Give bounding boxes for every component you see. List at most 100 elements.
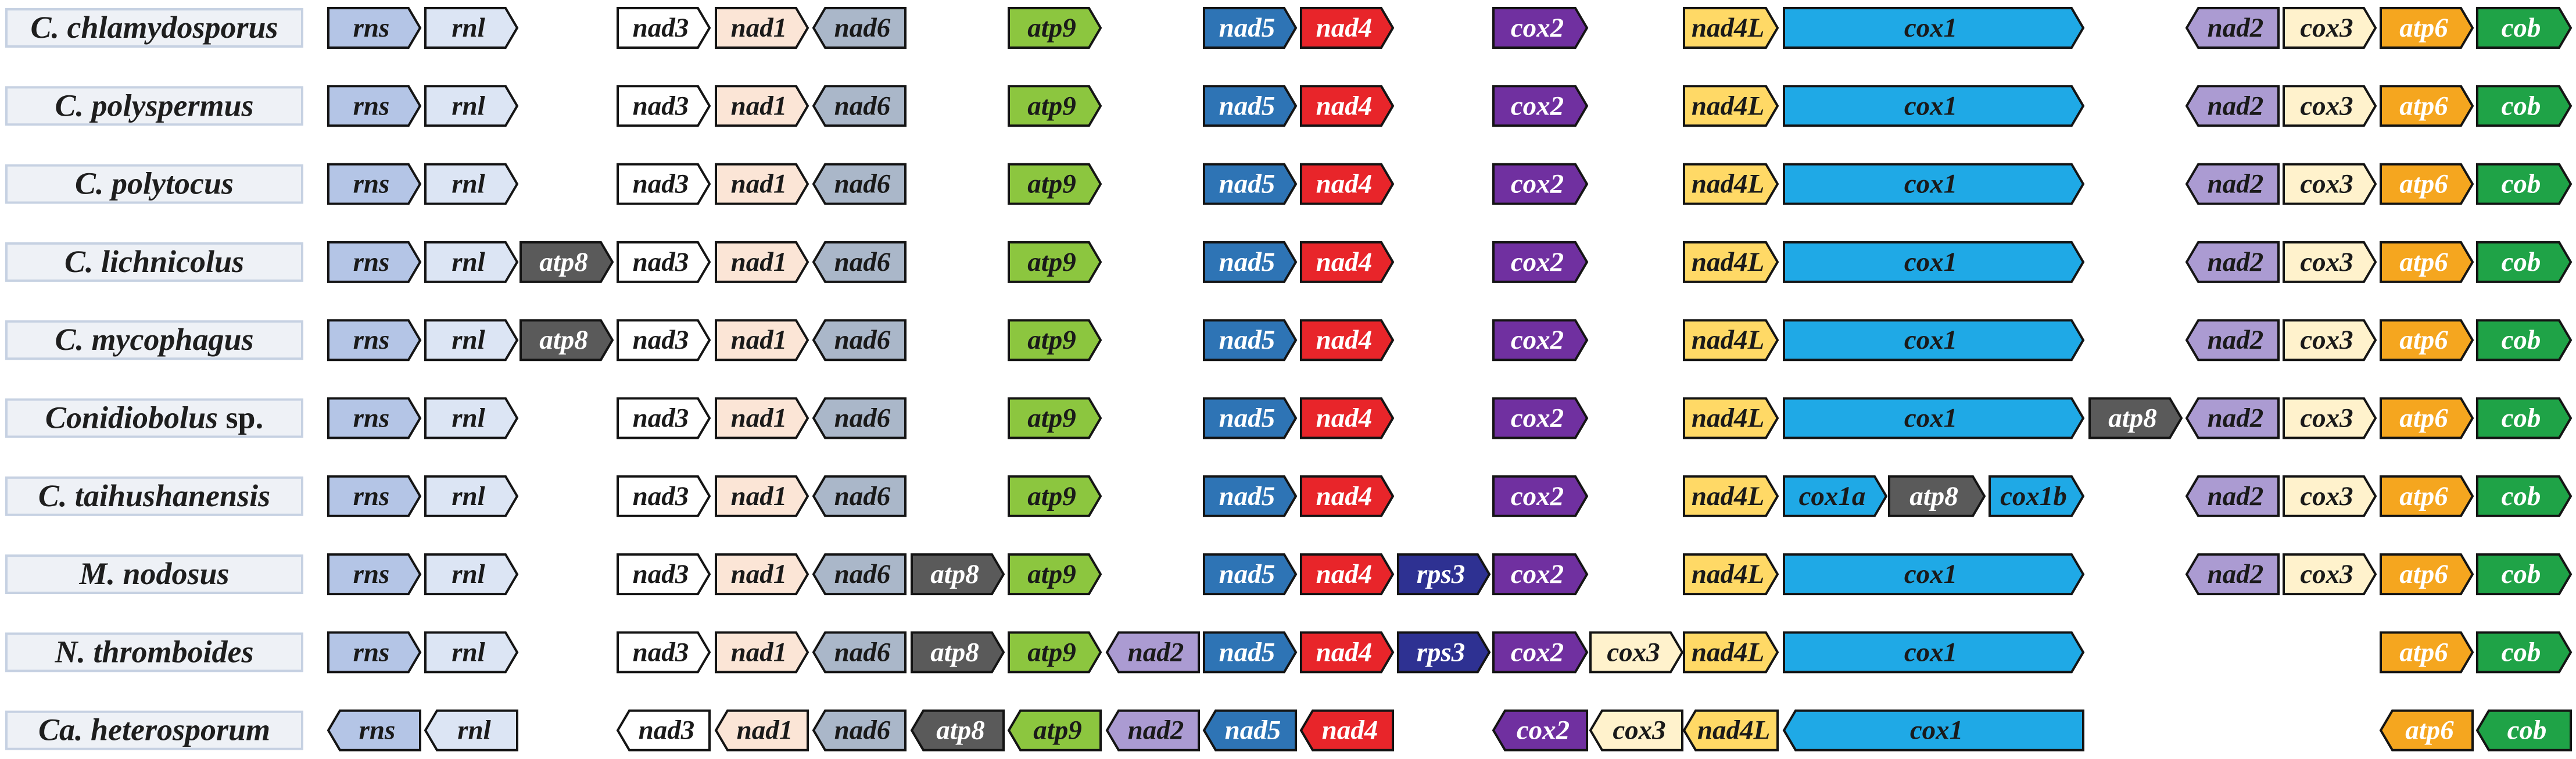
gene-nad4: nad4: [1300, 631, 1395, 674]
gene-nad1-label: nad1: [731, 247, 787, 277]
species-label-box: [5, 632, 303, 672]
gene-rns-arrow: [327, 475, 422, 517]
gene-nad6-label: nad6: [834, 403, 891, 434]
gene-nad4-label: nad4: [1316, 637, 1373, 667]
gene-nad3-label: nad3: [633, 247, 689, 277]
gene-nad2-label: nad2: [2208, 325, 2264, 355]
gene-atp6-arrow: [2380, 319, 2474, 361]
gene-rns-arrow: [327, 631, 422, 674]
gene-cox2: cox2: [1492, 709, 1588, 751]
gene-nad2-arrow: [2185, 553, 2280, 596]
gene-cox1: cox1: [1783, 631, 2085, 674]
species-label: N. thromboides: [54, 634, 253, 669]
gene-nad5: nad5: [1203, 163, 1298, 205]
gene-cox2-label: cox2: [1511, 559, 1564, 589]
gene-atp8-arrow: [520, 241, 614, 283]
gene-cox3: cox3: [1589, 631, 1684, 674]
gene-nad4L-arrow: [1683, 397, 1779, 439]
gene-atp9-arrow: [1008, 319, 1102, 361]
gene-nad5-label: nad5: [1219, 91, 1276, 121]
gene-nad6: nad6: [812, 85, 907, 127]
gene-rns: rns: [327, 475, 422, 517]
gene-atp9: atp9: [1008, 163, 1102, 205]
gene-cob-arrow: [2476, 85, 2573, 127]
gene-atp8-label: atp8: [539, 325, 588, 355]
gene-nad5: nad5: [1203, 7, 1298, 49]
gene-cox3-arrow: [2283, 397, 2377, 439]
gene-nad5-label: nad5: [1225, 715, 1281, 746]
gene-rns-label: rns: [353, 559, 390, 589]
gene-cob-arrow: [2476, 553, 2573, 596]
gene-nad1: nad1: [715, 163, 809, 205]
gene-cox1-label: cox1: [1904, 91, 1957, 121]
gene-cob-arrow: [2476, 397, 2573, 439]
gene-rps3: rps3: [1397, 553, 1491, 596]
gene-rnl-arrow: [424, 397, 519, 439]
gene-cob: cob: [2476, 475, 2573, 517]
species-label-box: [5, 398, 303, 438]
gene-atp9-arrow: [1008, 85, 1102, 127]
gene-rnl-arrow: [424, 631, 519, 674]
species-label-part: C. polytocus: [75, 166, 234, 201]
gene-nad1: nad1: [714, 709, 809, 751]
gene-rnl-label: rnl: [452, 247, 485, 277]
gene-nad4-arrow: [1300, 397, 1395, 439]
gene-atp9-arrow: [1008, 553, 1102, 596]
gene-nad5-arrow: [1203, 163, 1298, 205]
gene-cox2: cox2: [1492, 163, 1589, 205]
gene-rnl: rnl: [424, 397, 519, 439]
gene-cox1b-arrow: [1989, 475, 2085, 517]
gene-rns: rns: [327, 85, 422, 127]
gene-nad1: nad1: [715, 397, 809, 439]
gene-atp8-arrow: [911, 553, 1005, 596]
gene-cox1-arrow: [1783, 319, 2085, 361]
gene-atp8-arrow: [1888, 475, 1986, 517]
gene-nad6: nad6: [812, 631, 907, 674]
species-label: M. nodosus: [78, 556, 229, 591]
species-label: C. lichnicolus: [65, 244, 244, 279]
gene-nad4L-arrow: [1683, 475, 1779, 517]
species-label-box: [5, 8, 303, 48]
gene-cox1: cox1: [1783, 553, 2085, 596]
gene-cox3-arrow: [2283, 7, 2377, 49]
gene-rnl-arrow: [424, 85, 519, 127]
gene-nad3-arrow: [617, 553, 711, 596]
gene-atp8: atp8: [911, 553, 1005, 596]
gene-nad6-arrow: [812, 163, 907, 205]
gene-cox2-label: cox2: [1511, 403, 1564, 434]
gene-nad3: nad3: [617, 397, 711, 439]
gene-nad4-arrow: [1300, 475, 1395, 517]
gene-nad6-arrow: [812, 475, 907, 517]
gene-cox3-arrow: [2283, 553, 2377, 596]
gene-nad1-label: nad1: [731, 13, 787, 43]
gene-rnl-label: rnl: [452, 91, 485, 121]
gene-atp9-label: atp9: [1033, 715, 1082, 746]
gene-atp9-label: atp9: [1027, 481, 1076, 511]
gene-nad6-label: nad6: [834, 13, 891, 43]
species-label-part: Conidiobolus: [45, 400, 218, 435]
gene-rnl-label: rnl: [452, 481, 485, 511]
gene-nad1: nad1: [715, 241, 809, 283]
gene-atp9-arrow: [1008, 631, 1102, 674]
gene-atp9-label: atp9: [1027, 247, 1076, 277]
gene-nad5: nad5: [1203, 475, 1298, 517]
gene-cox3: cox3: [2283, 241, 2377, 283]
gene-rns: rns: [327, 709, 421, 751]
gene-rnl: rnl: [424, 7, 519, 49]
gene-cox3: cox3: [2283, 7, 2377, 49]
gene-rnl: rnl: [424, 163, 519, 205]
gene-atp6-arrow: [2380, 553, 2474, 596]
gene-rnl-label: rnl: [452, 13, 485, 43]
gene-atp9: atp9: [1008, 85, 1102, 127]
gene-rnl-label: rnl: [452, 403, 485, 434]
gene-cox2: cox2: [1492, 631, 1589, 674]
gene-cob-label: cob: [2507, 715, 2547, 746]
gene-rnl-label: rnl: [452, 169, 485, 199]
gene-nad1-arrow: [715, 631, 809, 674]
gene-cox1-arrow: [1783, 631, 2085, 674]
gene-cox3: cox3: [2283, 553, 2377, 596]
gene-rns: rns: [327, 553, 422, 596]
gene-rns: rns: [327, 631, 422, 674]
gene-cob-label: cob: [2502, 403, 2541, 434]
